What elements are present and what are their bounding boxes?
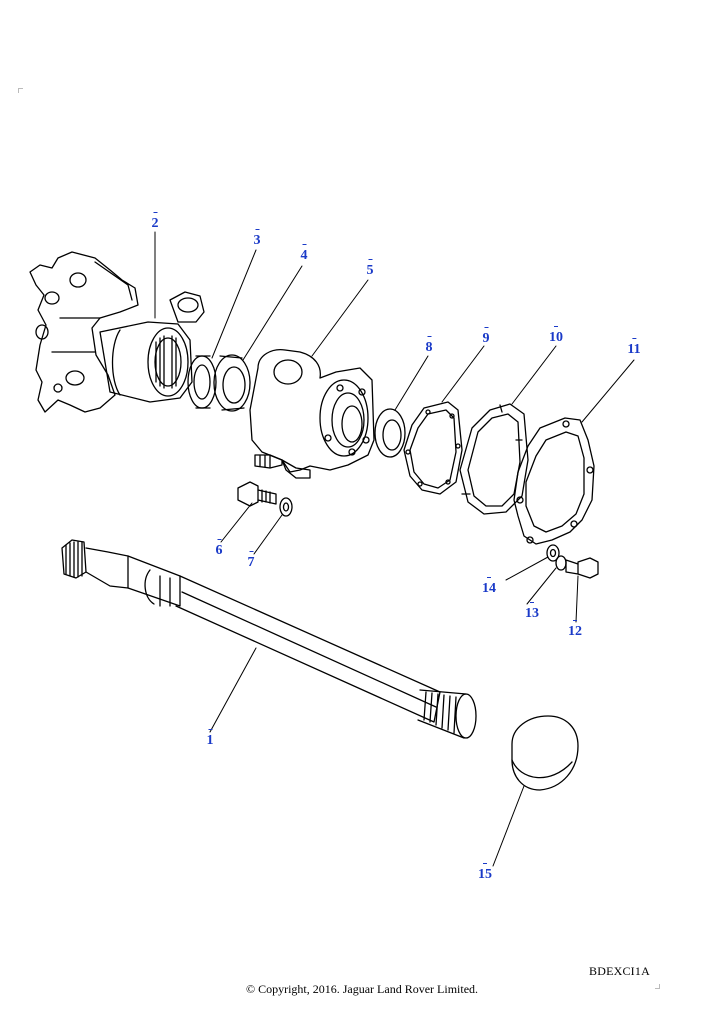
part-seal-ring [187,355,217,409]
part-oil-seal [374,408,406,458]
corner-mark-bottom-right [655,984,660,989]
drawing-code: BDEXCI1A [589,964,650,978]
callout-15[interactable]: 15 [478,867,492,882]
part-washer [279,497,293,517]
callout-2[interactable]: 2 [151,216,159,231]
leader-lines [154,231,635,867]
part-small-bolt [565,557,599,579]
callout-10[interactable]: 10 [549,330,563,345]
callout-13[interactable]: 13 [525,606,539,621]
part-hub-housing [249,349,375,479]
corner-mark-top-left [18,88,23,93]
part-half-shaft [61,539,477,739]
callout-8[interactable]: 8 [425,340,433,355]
callout-14[interactable]: 14 [482,581,496,596]
part-flange-ring [459,403,529,515]
callout-11[interactable]: 11 [627,342,641,357]
callout-9[interactable]: 9 [482,331,490,346]
part-gasket [403,401,463,495]
part-dust-cap [511,715,579,791]
part-axle-housing [29,251,205,413]
callout-1[interactable]: 1 [206,733,214,748]
callout-12[interactable]: 12 [568,624,582,639]
part-bearing-ring [213,354,251,412]
copyright-notice: © Copyright, 2016. Jaguar Land Rover Lim… [245,982,479,996]
callout-6[interactable]: 6 [215,543,223,558]
callout-4[interactable]: 4 [300,248,308,263]
part-spring-washer [555,555,567,571]
callout-7[interactable]: 7 [247,555,255,570]
callout-5[interactable]: 5 [366,263,374,278]
callout-3[interactable]: 3 [253,233,261,248]
part-cover-plate [513,417,595,545]
part-bolt [237,481,277,507]
part-lock-washer [546,544,560,562]
